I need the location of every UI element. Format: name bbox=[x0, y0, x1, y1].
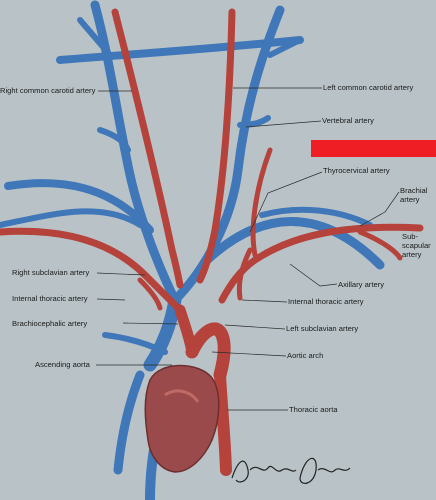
leader-vertebral bbox=[245, 120, 322, 128]
label-right-subclavian: Right subclavian artery bbox=[12, 268, 90, 277]
leader-thyrocervical bbox=[249, 171, 323, 233]
artery-network bbox=[0, 8, 424, 476]
label-brachiocephalic: Brachiocephalic artery bbox=[12, 319, 88, 328]
right-mid-branch-vein bbox=[97, 127, 131, 153]
leader-brachiocephalic bbox=[122, 322, 179, 325]
heart-highlight bbox=[164, 389, 200, 403]
right-upper-branch-vein bbox=[77, 17, 113, 58]
label-internal-thoracic-left: Internal thoracic artery bbox=[288, 297, 364, 306]
leader-right-subclavian bbox=[96, 272, 146, 276]
label-left-subclavian: Left subclavian artery bbox=[286, 324, 359, 333]
leader-lines bbox=[96, 87, 400, 411]
left-upper-branch-vein bbox=[267, 37, 303, 58]
leader-left-internal-thoracic bbox=[241, 299, 288, 303]
label-left-common-carotid: Left common carotid artery bbox=[323, 83, 414, 92]
heart bbox=[144, 364, 220, 473]
left-mid-branch-vein bbox=[237, 115, 271, 128]
leader-right-internal-thoracic bbox=[96, 298, 126, 301]
inferior-right-vein bbox=[113, 370, 145, 475]
redaction-box bbox=[311, 140, 436, 157]
label-vertebral: Vertebral artery bbox=[322, 116, 374, 125]
left-internal-thoracic-artery bbox=[236, 247, 253, 301]
right-internal-thoracic-artery bbox=[137, 277, 163, 311]
label-subscapular: Sub- scapular artery bbox=[402, 232, 431, 259]
leader-aortic-arch bbox=[211, 351, 287, 357]
leader-axillary bbox=[289, 263, 338, 287]
right-subclavian-artery bbox=[0, 227, 184, 314]
right-subclavian-vein bbox=[4, 179, 154, 234]
vertebral-artery bbox=[250, 147, 273, 258]
left-subclavian-vein bbox=[200, 217, 385, 270]
right-common-carotid-artery bbox=[111, 8, 184, 289]
label-right-common-carotid: Right common carotid artery bbox=[0, 86, 96, 95]
left-lateral-vein bbox=[259, 206, 373, 228]
aortic-arch bbox=[185, 322, 231, 382]
label-axillary: Axillary artery bbox=[338, 280, 384, 289]
label-thoracic-aorta: Thoracic aorta bbox=[289, 405, 338, 414]
signature-graphic bbox=[231, 457, 351, 484]
left-jugular-vein bbox=[170, 5, 285, 305]
label-aortic-arch: Aortic arch bbox=[287, 351, 324, 360]
label-ascending-aorta: Ascending aorta bbox=[35, 360, 90, 369]
thoracic-aorta bbox=[214, 369, 232, 476]
leader-left-subclavian bbox=[224, 324, 286, 330]
leader-brachial bbox=[359, 191, 400, 227]
vein-network bbox=[0, 0, 385, 500]
label-brachial: Brachial artery bbox=[400, 186, 428, 204]
azygos-vein bbox=[102, 332, 168, 355]
left-common-carotid-artery bbox=[196, 8, 236, 284]
label-internal-thoracic-right: Internal thoracic artery bbox=[12, 294, 88, 303]
subscapular-artery bbox=[357, 229, 403, 261]
label-thyrocervical: Thyrocervical artery bbox=[323, 166, 390, 175]
right-lateral-vein bbox=[0, 208, 143, 228]
left-subclavian-artery bbox=[218, 223, 424, 304]
